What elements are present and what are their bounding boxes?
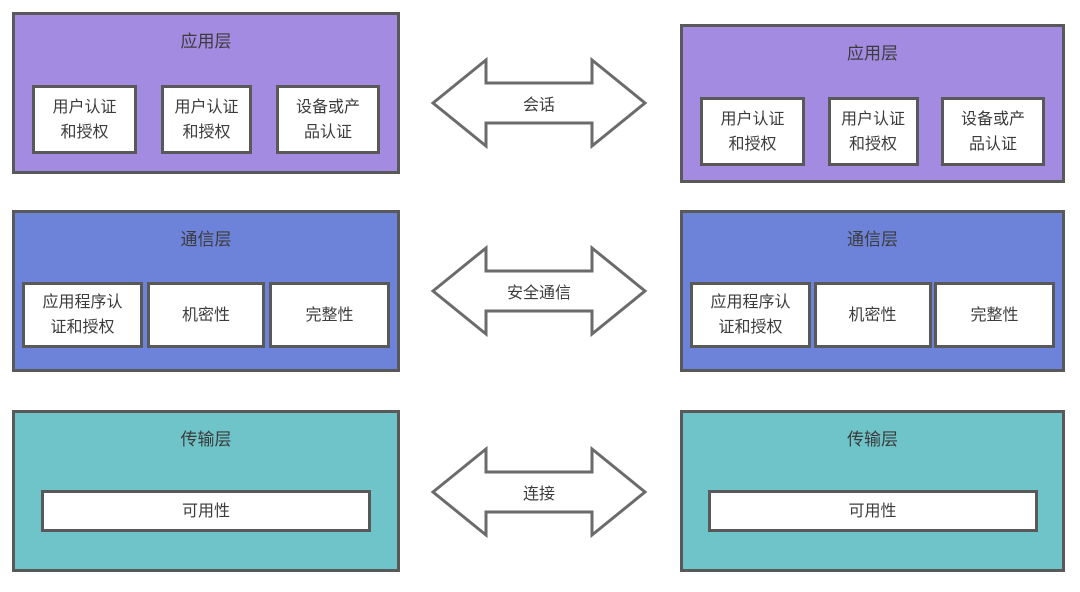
double-arrow-icon (430, 445, 648, 539)
left-comm-item-confidentiality: 机密性 (147, 282, 265, 348)
right-application-layer-title: 应用层 (847, 44, 898, 63)
right-app-item-user-auth-2: 用户认证 和授权 (827, 97, 919, 166)
left-communication-items: 应用程序认 证和授权 机密性 完整性 (22, 282, 390, 348)
connection-connector-label: 连接 (522, 486, 555, 503)
right-application-items: 用户认证 和授权 用户认证 和授权 设备或产 品认证 (700, 97, 1045, 166)
session-connector-label: 会话 (522, 97, 555, 114)
left-application-items: 用户认证 和授权 用户认证 和授权 设备或产 品认证 (32, 85, 380, 154)
right-communication-layer: 通信层 应用程序认 证和授权 机密性 完整性 (680, 210, 1065, 372)
right-comm-item-app-auth: 应用程序认 证和授权 (690, 282, 811, 348)
left-communication-layer-title: 通信层 (180, 230, 232, 249)
left-app-item-user-auth-2: 用户认证 和授权 (161, 85, 252, 154)
right-transport-layer-title: 传输层 (847, 430, 898, 449)
right-comm-item-confidentiality: 机密性 (813, 282, 932, 348)
secure-communication-connector: 安全通信 (430, 243, 648, 339)
left-application-layer-title: 应用层 (180, 32, 232, 51)
right-application-layer: 应用层 用户认证 和授权 用户认证 和授权 设备或产 品认证 (680, 24, 1065, 183)
right-app-item-user-auth-1: 用户认证 和授权 (700, 97, 805, 166)
right-communication-layer-title: 通信层 (847, 230, 898, 249)
left-app-item-user-auth-1: 用户认证 和授权 (32, 85, 137, 154)
left-comm-item-integrity: 完整性 (269, 282, 390, 348)
left-transport-layer: 传输层 可用性 (12, 410, 400, 572)
right-transport-items: 可用性 (683, 490, 1062, 532)
left-application-layer: 应用层 用户认证 和授权 用户认证 和授权 设备或产 品认证 (12, 12, 400, 174)
right-trans-item-availability: 可用性 (707, 490, 1038, 532)
left-comm-item-app-auth: 应用程序认 证和授权 (22, 282, 143, 348)
right-communication-items: 应用程序认 证和授权 机密性 完整性 (690, 282, 1055, 348)
double-arrow-icon (430, 56, 648, 150)
right-transport-layer: 传输层 可用性 (680, 410, 1065, 572)
secure-communication-connector-label: 安全通信 (506, 285, 571, 302)
left-transport-layer-title: 传输层 (180, 430, 232, 449)
left-app-item-device-product-auth: 设备或产 品认证 (276, 85, 380, 154)
double-arrow-icon (430, 244, 648, 338)
left-transport-items: 可用性 (15, 490, 397, 532)
left-communication-layer: 通信层 应用程序认 证和授权 机密性 完整性 (12, 210, 400, 372)
connection-connector: 连接 (430, 444, 648, 540)
right-app-item-device-product-auth: 设备或产 品认证 (941, 97, 1045, 166)
right-comm-item-integrity: 完整性 (934, 282, 1055, 348)
session-connector: 会话 (430, 55, 648, 151)
left-trans-item-availability: 可用性 (41, 490, 371, 532)
